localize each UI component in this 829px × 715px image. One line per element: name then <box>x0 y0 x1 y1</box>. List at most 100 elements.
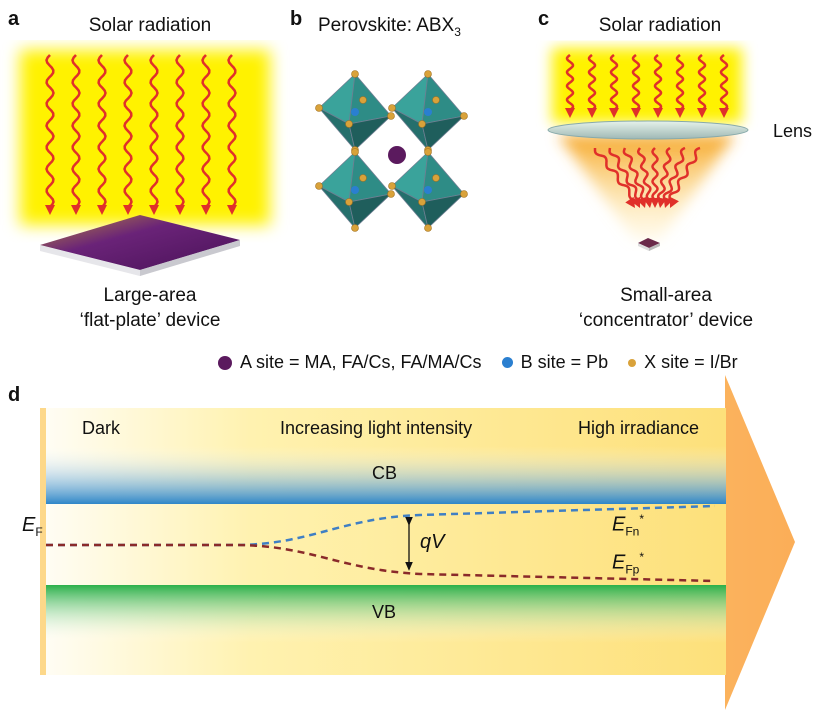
radiation-arrows <box>45 54 237 215</box>
radiation-arrow-3-head <box>123 205 133 215</box>
x-site-atom <box>359 96 367 104</box>
focused-arrow-0-head <box>625 196 635 208</box>
x-site-atom <box>359 174 367 182</box>
efn-main: E <box>612 513 626 536</box>
x-site-atom <box>418 198 426 206</box>
octahedron-1 <box>388 70 468 154</box>
efp-line <box>46 543 716 583</box>
focused-arrow-7 <box>668 146 701 201</box>
dark-label: Dark <box>82 418 121 438</box>
focused-arrow-6 <box>662 146 686 201</box>
b-site-atom <box>351 186 359 194</box>
b-site-atom <box>424 186 432 194</box>
legend-x-site-text: X site = I/Br <box>644 352 738 372</box>
panel-b-label: b <box>290 8 303 30</box>
x-site-atom <box>432 96 440 104</box>
legend-a-site-text: A site = MA, FA/Cs, FA/MA/Cs <box>240 352 482 372</box>
incoming-arrow-3 <box>631 54 641 111</box>
ef-label: EF <box>22 514 43 539</box>
efn-label: EFn* <box>612 512 644 539</box>
incoming-arrow-2 <box>609 54 619 111</box>
panel-c-title: Solar radiation <box>598 15 722 36</box>
panel-a-title: Solar radiation <box>88 15 212 36</box>
panel-c-illustration <box>547 48 749 251</box>
legend-item-b-site: B site = Pb <box>501 352 609 373</box>
octahedron-3 <box>388 148 468 232</box>
focused-arrow-4 <box>651 147 659 201</box>
radiation-arrow-3 <box>123 54 133 208</box>
radiation-arrow-1 <box>71 54 81 208</box>
panel-c-label: c <box>538 8 550 30</box>
x-site-atom <box>315 104 323 112</box>
octahedron-0 <box>315 70 395 154</box>
high-irradiance-label: High irradiance <box>578 418 700 438</box>
incoming-arrow-6-head <box>697 108 707 118</box>
a-site-atom <box>388 146 406 164</box>
panel-c-caption-1: Small-area <box>620 285 712 306</box>
x-site-atom <box>432 174 440 182</box>
panel-b-title-main: Perovskite: ABX <box>318 15 455 36</box>
efn-sup: * <box>639 512 645 526</box>
x-site-atom <box>418 120 426 128</box>
legend-item-a-site: A site = MA, FA/Cs, FA/MA/Cs <box>218 352 482 373</box>
radiation-arrow-5-head <box>175 205 185 215</box>
incoming-arrow-6 <box>697 54 707 111</box>
focused-arrow-2 <box>622 147 646 202</box>
x-site-atom <box>345 120 353 128</box>
cb-label: CB <box>372 463 398 483</box>
radiation-arrow-5 <box>175 54 185 208</box>
radiation-glow <box>552 48 742 123</box>
incoming-arrow-4-head <box>653 108 663 118</box>
x-site-atom <box>388 182 396 190</box>
panel-a-caption-1: Large-area <box>103 285 197 306</box>
x-site-atom <box>351 148 359 156</box>
flat-plate-device <box>40 215 240 276</box>
focused-arrow-7-head <box>670 196 679 208</box>
b-site-atom <box>424 108 432 116</box>
radiation-arrow-2 <box>97 54 107 208</box>
x-site-atom <box>351 70 359 78</box>
radiation-arrow-1-head <box>71 205 81 215</box>
x-site-atom <box>315 182 323 190</box>
x-site-atom <box>424 148 432 156</box>
radiation-arrow-6-head <box>201 205 211 215</box>
focused-arrow-1 <box>608 147 641 202</box>
ef-main: E <box>22 514 36 536</box>
concentrator-device <box>638 238 660 251</box>
efp-label: EFp* <box>612 550 644 577</box>
radiation-arrow-0 <box>45 54 55 208</box>
incoming-arrow-7 <box>719 54 729 111</box>
qv-label: qV <box>420 531 445 553</box>
incoming-arrow-5 <box>675 54 685 111</box>
x-site-atom <box>345 198 353 206</box>
radiation-arrow-4 <box>149 54 159 208</box>
radiation-arrow-2-head <box>97 205 107 215</box>
x-site-atom <box>388 104 396 112</box>
efp-main: E <box>612 551 626 574</box>
panel-b-title-sub: 3 <box>454 24 461 39</box>
efp-sup: * <box>639 550 645 564</box>
focused-arrow-0 <box>593 148 636 202</box>
x-site-atom <box>387 112 395 120</box>
lens-label: Lens <box>773 121 813 141</box>
radiation-arrow-7-head <box>227 205 237 215</box>
x-site-atom <box>460 112 468 120</box>
increasing-light-label: Increasing light intensity <box>280 418 473 438</box>
incoming-arrow-0 <box>565 54 575 111</box>
x-site-atom <box>424 224 432 232</box>
incoming-arrow-2-head <box>609 108 619 118</box>
x-site-atom <box>351 224 359 232</box>
radiation-arrow-7 <box>227 54 237 208</box>
band-diagram <box>40 375 795 710</box>
a-site-marker-icon <box>218 355 232 370</box>
panel-d-label: d <box>8 384 21 406</box>
radiation-arrows <box>565 54 729 208</box>
incoming-arrow-1 <box>587 54 597 111</box>
x-site-atom <box>460 190 468 198</box>
incoming-arrow-0-head <box>565 108 575 118</box>
octahedra-group <box>315 70 468 232</box>
panel-c-caption-2: ‘concentrator’ device <box>578 310 754 331</box>
legend-b-site-text: B site = Pb <box>520 352 609 372</box>
site-legend: A site = MA, FA/Cs, FA/MA/Cs B site = Pb… <box>218 352 738 373</box>
lens <box>547 120 749 140</box>
